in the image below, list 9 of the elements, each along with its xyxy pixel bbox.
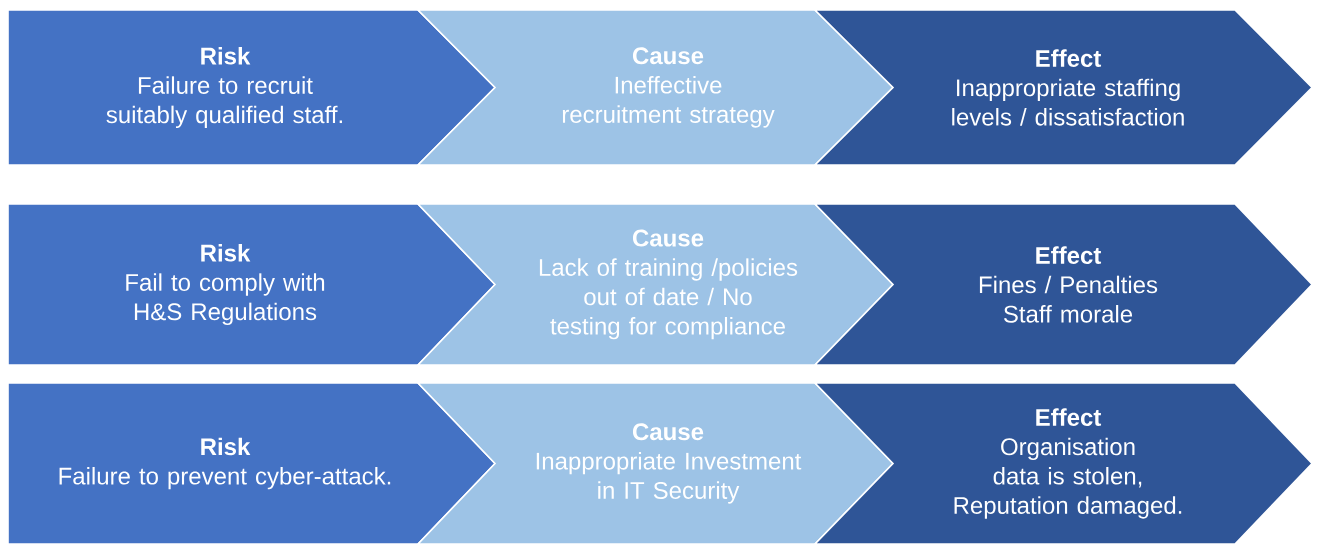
chevron-band: Effect Fines / Penalties Staff morale [813,203,1314,366]
chevron-band: Risk Failure to prevent cyber-attack. [7,382,497,544]
chevron-band: Effect Inappropriate staffing levels / dissatisfaction [813,9,1314,166]
chevron-band: Cause Lack of training /policies out of date / No testing for compliance [416,203,895,366]
chevron-band: Risk Failure to recruit suitably qualified staff. [7,9,497,166]
chevron-band: Cause Inappropriate Investment in IT Security [416,382,895,544]
chevron-band: Effect Organisation data is stolen, Reputation damaged. [813,382,1314,544]
chevron-band: Risk Fail to comply with H&S Regulations [7,203,497,366]
chevron-band: Cause Ineffective recruitment strategy [416,9,895,166]
